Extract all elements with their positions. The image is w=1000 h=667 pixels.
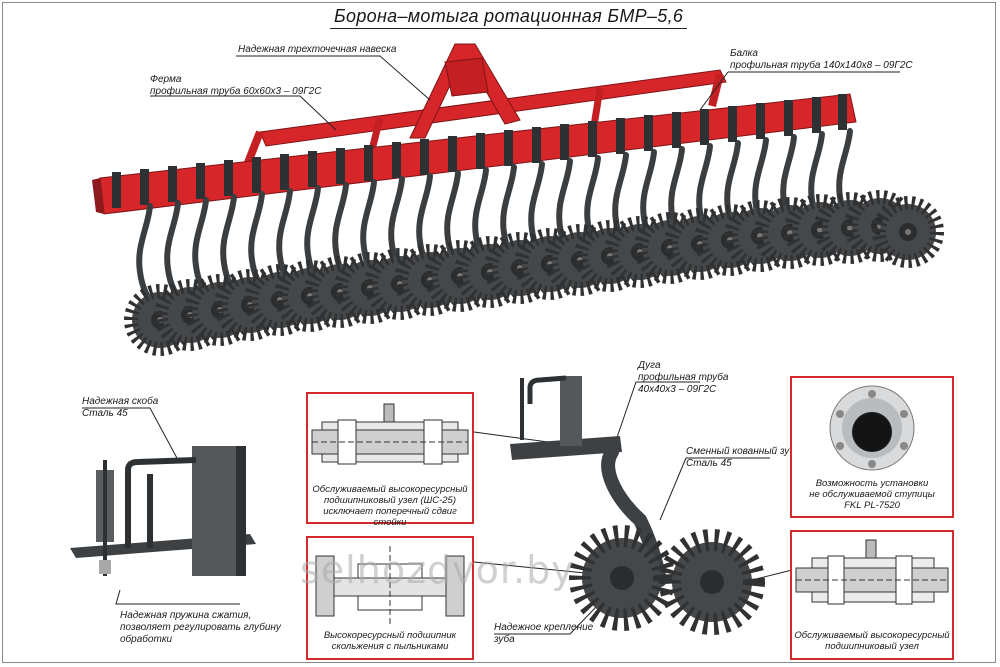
upper-frame: [238, 43, 727, 180]
box-bearing-bottom: Обслуживаемый высокоресурсный подшипнико…: [790, 530, 954, 660]
box-bearing-slide: Высокоресурсный подшипник скольжения с п…: [306, 536, 474, 660]
caption-bearing-top: Обслуживаемый высокоресурсный подшипнико…: [312, 484, 468, 528]
label-tooth-mount: Надежное крепление зуба: [494, 622, 594, 645]
label-tooth: Сменный кованный зуб Сталь 45: [686, 446, 796, 469]
label-bracket: Надежная скоба Сталь 45: [82, 396, 159, 419]
bearing-slide-drawing: [315, 546, 465, 624]
label-spring: Надежная пружина сжатия, позволяет регул…: [120, 610, 281, 645]
caption-hub: Возможность установки не обслуживаемой с…: [809, 478, 935, 511]
label-arc: Дуга профильная труба 40х40х3 – 09Г2С: [638, 360, 729, 395]
hub-drawing: [829, 385, 915, 471]
tine-clamps: [112, 94, 847, 208]
watermark: selhozdvor.by: [300, 548, 575, 592]
label-hitch: Надежная трехточечная навеска: [238, 44, 397, 55]
label-beam: Балка профильная труба 140х140х8 – 09Г2С: [730, 48, 913, 71]
diagram-title: Борона–мотыга ротационная БМР–5,6: [330, 6, 688, 29]
caption-bearing-bottom: Обслуживаемый высокоресурсный подшипнико…: [794, 630, 950, 652]
caption-bearing-slide: Высокоресурсный подшипник скольжения с п…: [323, 630, 457, 652]
bracket-detail: [70, 446, 256, 576]
bearing-top-drawing: [311, 403, 469, 465]
label-truss: Ферма профильная труба 60х60х3 – 09Г2С: [150, 74, 322, 97]
box-hub: Возможность установки не обслуживаемой с…: [790, 376, 954, 518]
box-bearing-top: Обслуживаемый высокоресурсный подшипнико…: [306, 392, 474, 528]
bearing-bottom-drawing: [795, 539, 949, 605]
single-tine-assembly: [510, 375, 765, 635]
